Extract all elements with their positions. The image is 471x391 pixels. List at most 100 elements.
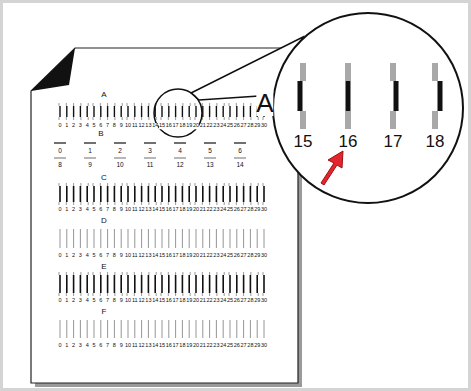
scale-number: 12 xyxy=(139,123,145,129)
scale-number: 28 xyxy=(247,123,253,129)
row-letter: A xyxy=(256,90,273,116)
scale-number: 13 xyxy=(145,207,151,213)
scale-number: 16 xyxy=(166,343,172,349)
scale-number: 22 xyxy=(207,253,213,259)
scale-number: 10 xyxy=(125,298,131,304)
scale-number: 27 xyxy=(241,253,247,259)
scale-number: 1 xyxy=(65,343,68,349)
scale-number: 13 xyxy=(145,123,151,129)
scale-number: 6 xyxy=(99,123,102,129)
scale-number: 20 xyxy=(193,207,199,213)
scale-number: 29 xyxy=(254,207,260,213)
scale-number: 1 xyxy=(65,298,68,304)
scale-number: 21 xyxy=(200,343,206,349)
scale-number: 28 xyxy=(247,343,253,349)
scale-number: 1 xyxy=(65,253,68,259)
scale-number: 0 xyxy=(58,253,61,259)
row-letter: D xyxy=(101,217,107,225)
scale-number: 29 xyxy=(254,298,260,304)
scale-number: 17 xyxy=(173,253,179,259)
scale-number: 6 xyxy=(99,253,102,259)
scale-number: 28 xyxy=(247,207,253,213)
scale-number: 3 xyxy=(79,207,82,213)
highlight-circle xyxy=(154,89,202,137)
scale-number: 16 xyxy=(166,207,172,213)
scale-number: 3 xyxy=(79,343,82,349)
callout-number: 18 xyxy=(426,133,445,150)
scale-number: 12 xyxy=(139,298,145,304)
scale-number: 30 xyxy=(261,207,267,213)
scale-number: 6 xyxy=(99,207,102,213)
scale-number: 10 xyxy=(125,253,131,259)
scale-number: 24 xyxy=(220,123,226,129)
scale-number: 30 xyxy=(261,253,267,259)
scale-number: 11 xyxy=(147,162,154,169)
scale-number: 7 xyxy=(106,298,109,304)
pointer-arrow xyxy=(321,151,343,185)
scale-number: 24 xyxy=(220,298,226,304)
alignment-ticks xyxy=(54,103,264,338)
scale-number: 18 xyxy=(179,207,185,213)
scale-number: 8 xyxy=(113,207,116,213)
row-letter: C xyxy=(101,174,107,182)
scale-number: 15 xyxy=(159,253,165,259)
scale-number: 23 xyxy=(213,298,219,304)
scale-number: 17 xyxy=(173,123,179,129)
scale-number: 15 xyxy=(159,343,165,349)
scale-number: 17 xyxy=(173,343,179,349)
scale-number: 27 xyxy=(241,343,247,349)
scale-number: 10 xyxy=(116,162,123,169)
scale-number: 21 xyxy=(200,207,206,213)
row-letter: E xyxy=(101,263,106,271)
scale-number: 2 xyxy=(72,298,75,304)
scale-number: 14 xyxy=(152,207,158,213)
scale-number: 21 xyxy=(200,123,206,129)
scale-number: 6 xyxy=(99,343,102,349)
scale-number: 29 xyxy=(254,123,260,129)
scale-number: 2 xyxy=(72,123,75,129)
scale-number: 11 xyxy=(132,207,138,213)
scale-number: 26 xyxy=(234,253,240,259)
scale-number: 26 xyxy=(234,298,240,304)
scale-number: 28 xyxy=(247,253,253,259)
scale-number: 0 xyxy=(58,298,61,304)
scale-number: 18 xyxy=(179,253,185,259)
scale-number: 25 xyxy=(227,207,233,213)
scale-number: 2 xyxy=(72,343,75,349)
scale-number: 14 xyxy=(152,123,158,129)
scale-number: 29 xyxy=(254,343,260,349)
scale-number: 12 xyxy=(139,253,145,259)
scale-number: 9 xyxy=(120,253,123,259)
scale-number: 7 xyxy=(106,207,109,213)
scale-number: 0 xyxy=(58,123,61,129)
scale-number: 17 xyxy=(173,207,179,213)
scale-number: 1 xyxy=(65,207,68,213)
scale-number: 22 xyxy=(207,207,213,213)
scale-number: 21 xyxy=(200,298,206,304)
row-letter: A xyxy=(101,91,106,99)
scale-number: 21 xyxy=(200,253,206,259)
scale-number: 4 xyxy=(86,253,89,259)
scale-number: 3 xyxy=(79,253,82,259)
scale-number: 19 xyxy=(186,343,192,349)
scale-number: 19 xyxy=(186,253,192,259)
scale-number: 11 xyxy=(132,253,138,259)
scale-number: 15 xyxy=(159,298,165,304)
scale-number: 12 xyxy=(176,162,183,169)
row-letter: F xyxy=(102,308,107,316)
scale-number: 9 xyxy=(120,298,123,304)
scale-number: 7 xyxy=(106,343,109,349)
scale-number: 5 xyxy=(92,343,95,349)
scale-number: 23 xyxy=(213,343,219,349)
scale-number: 24 xyxy=(220,343,226,349)
scale-number: 2 xyxy=(72,207,75,213)
scale-number: 7 xyxy=(106,123,109,129)
scale-number: 16 xyxy=(166,253,172,259)
scale-number: 26 xyxy=(234,343,240,349)
scale-number: 6 xyxy=(99,298,102,304)
scale-number: 3 xyxy=(79,123,82,129)
scale-number: 23 xyxy=(213,123,219,129)
page-fold xyxy=(31,48,75,91)
scale-number: 23 xyxy=(213,207,219,213)
scale-number: 4 xyxy=(178,148,182,155)
